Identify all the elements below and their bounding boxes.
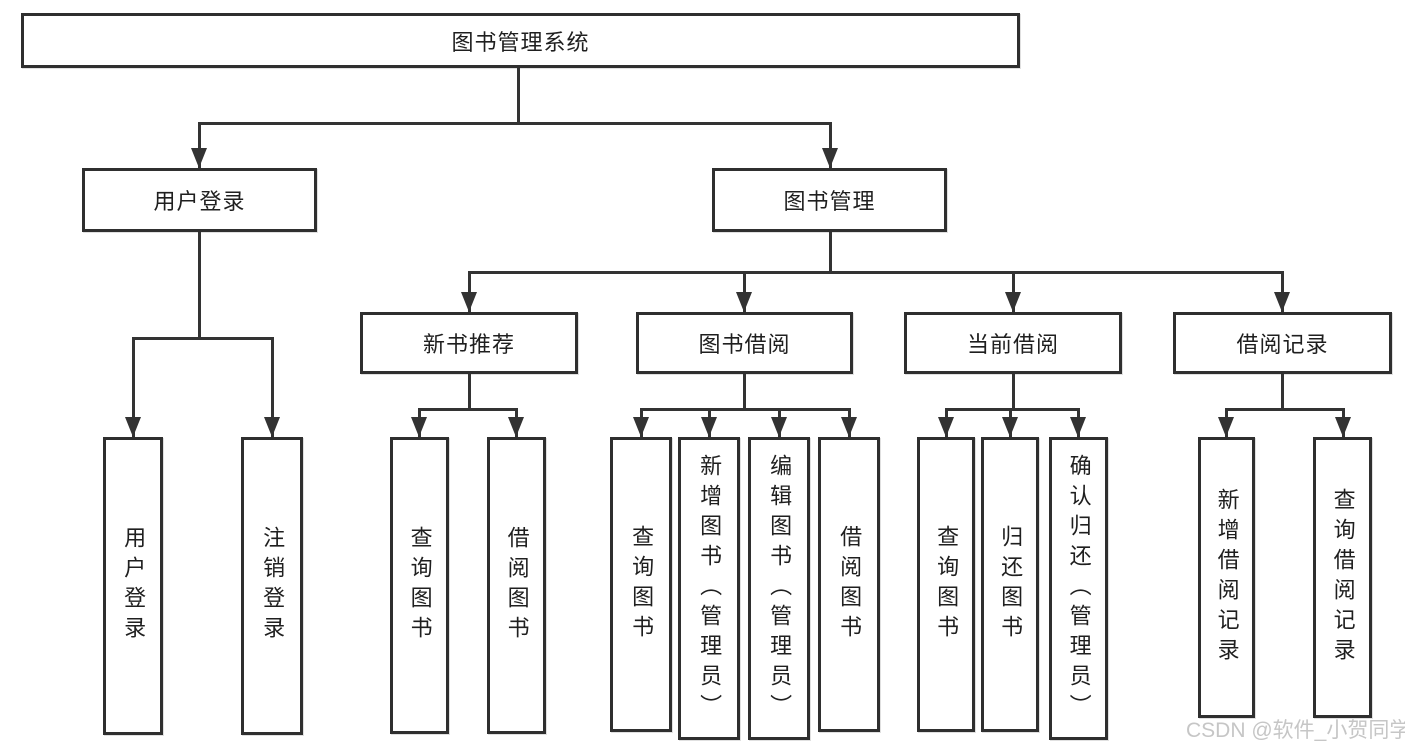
leaf-add-books-admin: 新增图书（管理员） [678, 437, 740, 740]
connector-line [468, 374, 471, 408]
leaf-logout-label: 注销登录 [260, 526, 286, 646]
node-current-borrowing: 当前借阅 [904, 312, 1122, 374]
node-user-login-branch-label: 用户登录 [153, 189, 246, 214]
leaf-add-borrow-record: 新增借阅记录 [1198, 437, 1255, 718]
node-new-book-recommendation-label: 新书推荐 [422, 332, 515, 357]
connector-line [1281, 271, 1284, 312]
leaf-query-borrow-record-label: 查询借阅记录 [1330, 487, 1356, 668]
node-book-borrowing: 图书借阅 [636, 312, 853, 374]
arrow-down-icon [191, 148, 207, 168]
leaf-logout: 注销登录 [241, 437, 303, 735]
node-book-borrowing-label: 图书借阅 [698, 332, 791, 357]
leaf-edit-books-admin: 编辑图书（管理员） [748, 437, 810, 740]
node-borrowing-records: 借阅记录 [1173, 312, 1392, 374]
leaf-add-borrow-record-label: 新增借阅记录 [1214, 487, 1240, 668]
connector-line [517, 68, 520, 122]
connector-line [945, 408, 1079, 411]
connector-line [198, 232, 201, 337]
arrow-down-icon [1002, 417, 1018, 437]
connector-line [198, 122, 831, 125]
leaf-edit-books-admin-label: 编辑图书（管理员） [767, 453, 793, 724]
leaf-confirm-return-admin-label: 确认归还（管理员） [1066, 453, 1092, 724]
arrow-down-icon [633, 417, 649, 437]
connector-line [829, 122, 832, 168]
arrow-down-icon [701, 417, 717, 437]
connector-line [1012, 271, 1015, 312]
connector-line [1225, 408, 1344, 411]
connector-line [132, 337, 273, 340]
leaf-query-books-current-label: 查询图书 [934, 524, 960, 645]
leaf-return-books: 归还图书 [981, 437, 1039, 732]
node-new-book-recommendation: 新书推荐 [360, 312, 578, 374]
connector-line [468, 271, 471, 312]
leaf-borrow-books: 借阅图书 [818, 437, 880, 732]
connector-line [640, 408, 850, 411]
leaf-query-books-recommend: 查询图书 [390, 437, 449, 734]
arrow-down-icon [1218, 417, 1234, 437]
connector-line [198, 122, 201, 168]
connector-line [829, 232, 832, 271]
arrow-down-icon [1005, 292, 1021, 312]
leaf-query-books-recommend-label: 查询图书 [407, 525, 433, 646]
arrow-down-icon [841, 417, 857, 437]
node-root: 图书管理系统 [21, 13, 1020, 68]
node-borrowing-records-label: 借阅记录 [1236, 332, 1329, 357]
csdn-watermark: CSDN @软件_小贺同学 [1186, 719, 1405, 742]
leaf-query-books-borrow: 查询图书 [610, 437, 672, 732]
arrow-down-icon [461, 292, 477, 312]
leaf-add-books-admin-label: 新增图书（管理员） [697, 453, 723, 724]
arrow-down-icon [771, 417, 787, 437]
node-book-management-branch: 图书管理 [712, 168, 947, 232]
leaf-borrow-books-recommend: 借阅图书 [487, 437, 546, 734]
connector-line [1281, 374, 1284, 408]
arrow-down-icon [736, 292, 752, 312]
node-book-management-branch-label: 图书管理 [783, 189, 876, 214]
connector-line [743, 271, 746, 312]
leaf-borrow-books-recommend-label: 借阅图书 [504, 525, 530, 646]
leaf-user-login: 用户登录 [103, 437, 163, 735]
connector-line [271, 337, 274, 437]
arrow-down-icon [508, 417, 524, 437]
arrow-down-icon [822, 148, 838, 168]
connector-line [468, 271, 1283, 274]
leaf-query-books-borrow-label: 查询图书 [629, 524, 655, 645]
arrow-down-icon [264, 417, 280, 437]
leaf-confirm-return-admin: 确认归还（管理员） [1049, 437, 1108, 740]
arrow-down-icon [1335, 417, 1351, 437]
leaf-return-books-label: 归还图书 [998, 524, 1024, 645]
arrow-down-icon [1274, 292, 1290, 312]
arrow-down-icon [125, 417, 141, 437]
leaf-user-login-label: 用户登录 [121, 526, 147, 646]
node-current-borrowing-label: 当前借阅 [966, 332, 1059, 357]
arrow-down-icon [1070, 417, 1086, 437]
arrow-down-icon [411, 417, 427, 437]
connector-line [743, 374, 746, 408]
connector-line [132, 337, 135, 437]
node-root-label: 图书管理系统 [451, 29, 590, 55]
leaf-query-books-current: 查询图书 [917, 437, 975, 732]
connector-line [1012, 374, 1015, 408]
arrow-down-icon [938, 417, 954, 437]
connector-line [418, 408, 517, 411]
node-user-login-branch: 用户登录 [82, 168, 317, 232]
leaf-query-borrow-record: 查询借阅记录 [1313, 437, 1372, 718]
leaf-borrow-books-label: 借阅图书 [837, 524, 863, 645]
